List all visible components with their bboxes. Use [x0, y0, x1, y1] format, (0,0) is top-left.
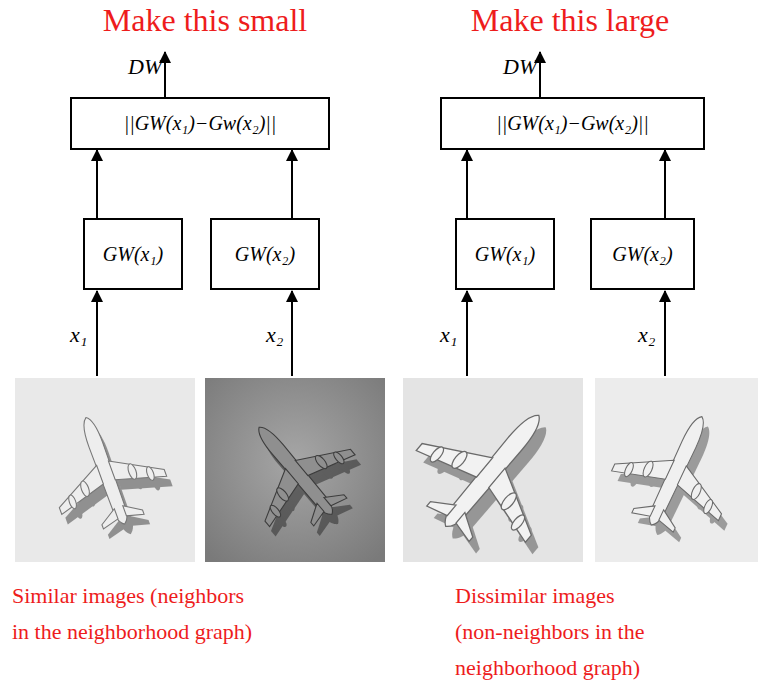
- box-label: ||GW(x₁)−Gw(x₂)||: [496, 112, 649, 135]
- caption: Similar images (neighbors in the neighbo…: [12, 578, 262, 650]
- output-arrow: [539, 52, 541, 97]
- caption: Dissimilar images (non-neighbors in the …: [455, 578, 657, 686]
- input-arrow: [96, 291, 98, 376]
- network-box: GW(x₁): [83, 218, 183, 290]
- connector-arrow: [664, 150, 666, 218]
- heading: Make this small: [55, 2, 355, 39]
- output-label: DW: [503, 54, 537, 80]
- airplane-image: [598, 392, 761, 560]
- output-arrow: [164, 52, 166, 97]
- network-box: GW(x₂): [590, 218, 695, 290]
- heading: Make this large: [420, 2, 720, 39]
- box-label: GW(x₁): [475, 243, 535, 266]
- input-arrow: [466, 291, 468, 376]
- network-box: GW(x₁): [455, 218, 555, 290]
- input-arrow: [291, 291, 293, 376]
- box-label: GW(x₂): [612, 243, 672, 266]
- box-label: GW(x₁): [103, 243, 163, 266]
- input-label: x₁: [70, 322, 87, 348]
- airplane-image: [216, 391, 380, 560]
- distance-box: ||GW(x₁)−Gw(x₂)||: [70, 97, 330, 150]
- output-label: DW: [128, 54, 162, 80]
- network-box: GW(x₂): [210, 218, 320, 290]
- input-label: x₁: [440, 322, 457, 348]
- distance-box: ||GW(x₁)−Gw(x₂)||: [440, 97, 705, 150]
- connector-arrow: [291, 150, 293, 218]
- image-panel: [15, 378, 195, 562]
- input-arrow: [664, 291, 666, 376]
- airplane-image: [33, 398, 183, 553]
- box-label: ||GW(x₁)−Gw(x₂)||: [124, 112, 277, 135]
- connector-arrow: [466, 150, 468, 218]
- airplane-image: [391, 370, 600, 585]
- image-panel: [205, 378, 385, 562]
- input-label: x₂: [266, 322, 283, 348]
- input-label: x₂: [638, 322, 655, 348]
- connector-arrow: [96, 150, 98, 218]
- box-label: GW(x₂): [235, 243, 295, 266]
